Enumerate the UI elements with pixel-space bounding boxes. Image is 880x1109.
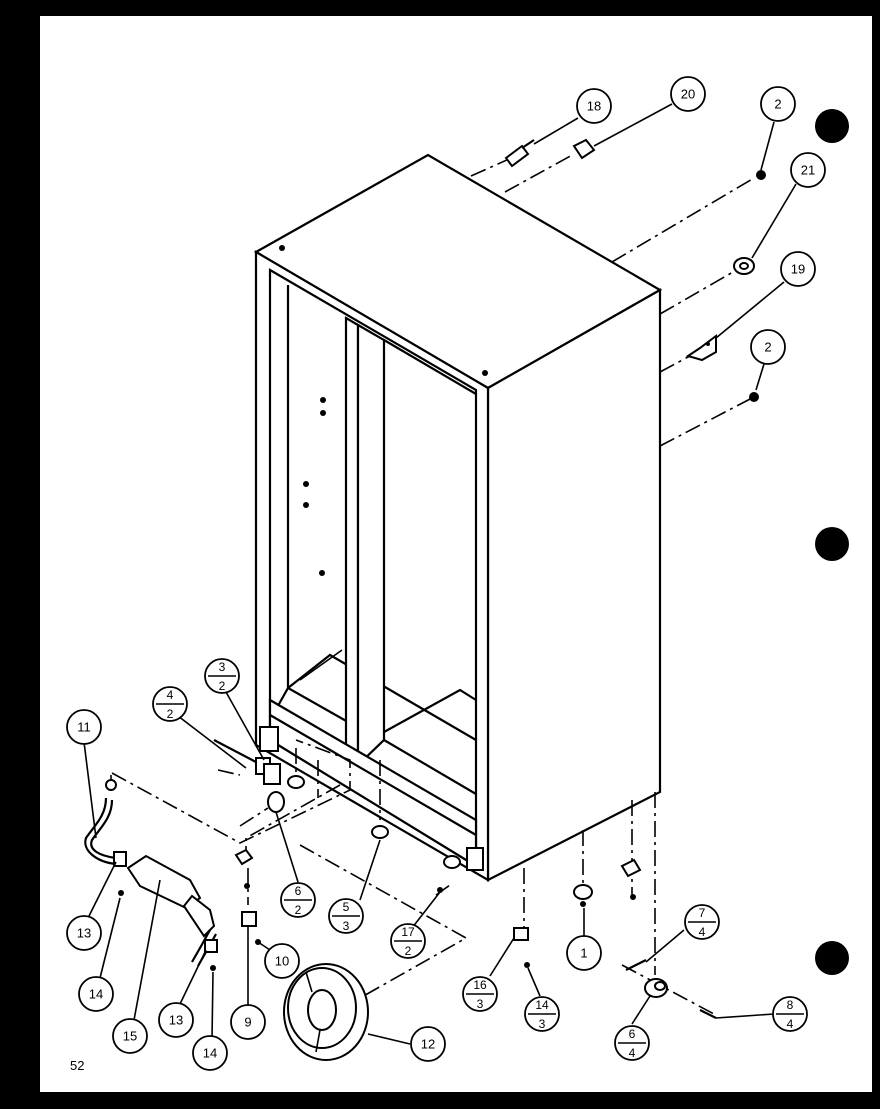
screw-17 bbox=[437, 887, 443, 893]
svg-text:7: 7 bbox=[699, 906, 706, 920]
callout-17-2: 172 bbox=[390, 923, 426, 959]
svg-text:2: 2 bbox=[219, 679, 226, 693]
svg-text:15: 15 bbox=[123, 1029, 137, 1044]
svg-text:16: 16 bbox=[473, 978, 487, 992]
callout-8-4: 84 bbox=[772, 996, 808, 1032]
leveler-5 bbox=[371, 825, 389, 839]
svg-text:3: 3 bbox=[539, 1017, 546, 1031]
callout-16-3: 163 bbox=[462, 976, 498, 1012]
callout-11: 11 bbox=[66, 709, 102, 745]
svg-text:4: 4 bbox=[167, 688, 174, 702]
callout-14-left: 14 bbox=[78, 976, 114, 1012]
svg-text:2: 2 bbox=[167, 707, 174, 721]
callout-18: 18 bbox=[576, 88, 612, 124]
svg-text:4: 4 bbox=[629, 1046, 636, 1060]
callout-19: 19 bbox=[780, 251, 816, 287]
svg-text:2: 2 bbox=[774, 97, 781, 112]
left-corner-bracket bbox=[259, 726, 279, 752]
drain-tube-assembly bbox=[84, 779, 218, 971]
leveler-right bbox=[443, 855, 461, 869]
bushing-21 bbox=[733, 257, 755, 275]
fitting-20 bbox=[572, 138, 596, 160]
callout-9: 9 bbox=[230, 1004, 266, 1040]
screw-2-side bbox=[749, 392, 759, 402]
callout-2-side: 2 bbox=[750, 329, 786, 365]
svg-text:12: 12 bbox=[421, 1037, 435, 1052]
svg-text:8: 8 bbox=[787, 998, 794, 1012]
center-mullion bbox=[344, 316, 360, 767]
svg-text:3: 3 bbox=[343, 919, 350, 933]
right-corner-bracket bbox=[466, 847, 484, 871]
svg-text:2: 2 bbox=[764, 340, 771, 355]
svg-text:21: 21 bbox=[801, 163, 815, 178]
callout-1: 1 bbox=[566, 935, 602, 971]
svg-text:17: 17 bbox=[401, 925, 415, 939]
callout-10: 10 bbox=[264, 943, 300, 979]
hinge-19 bbox=[685, 334, 717, 362]
grommet-left bbox=[287, 775, 305, 789]
clip-left bbox=[234, 848, 254, 866]
callout-21: 21 bbox=[790, 152, 826, 188]
svg-text:14: 14 bbox=[535, 998, 549, 1012]
svg-text:4: 4 bbox=[787, 1017, 794, 1031]
leader-lines bbox=[110, 153, 755, 1015]
callout-4-2: 42 bbox=[152, 686, 188, 722]
callout-13-right: 13 bbox=[158, 1002, 194, 1038]
callout-2-top: 2 bbox=[760, 86, 796, 122]
svg-text:5: 5 bbox=[343, 900, 350, 914]
svg-text:13: 13 bbox=[169, 1013, 183, 1028]
svg-text:14: 14 bbox=[203, 1046, 217, 1061]
callout-13-left: 13 bbox=[66, 915, 102, 951]
svg-text:6: 6 bbox=[629, 1027, 636, 1041]
callout-3-2: 32 bbox=[204, 658, 240, 694]
refrigerator-cabinet bbox=[253, 153, 663, 882]
svg-text:19: 19 bbox=[791, 262, 805, 277]
clip-16 bbox=[513, 927, 529, 941]
svg-text:6: 6 bbox=[295, 884, 302, 898]
svg-text:3: 3 bbox=[477, 997, 484, 1011]
binder-hole-middle bbox=[815, 527, 849, 561]
callout-6-2: 62 bbox=[280, 882, 316, 918]
insulation-roll-12 bbox=[283, 963, 369, 1061]
valve-parts-3-4-6 bbox=[213, 739, 285, 813]
screw-14 bbox=[524, 962, 530, 968]
svg-text:2: 2 bbox=[405, 944, 412, 958]
page-number: 52 bbox=[70, 1058, 84, 1073]
binder-hole-bottom bbox=[815, 941, 849, 975]
clip-9 bbox=[241, 911, 257, 927]
svg-text:10: 10 bbox=[275, 954, 289, 969]
svg-text:11: 11 bbox=[77, 720, 91, 735]
callout-14-3: 143 bbox=[524, 996, 560, 1032]
screw-7 bbox=[625, 959, 647, 971]
fitting-18 bbox=[504, 139, 535, 168]
screw-2-top bbox=[756, 170, 766, 180]
cabinet-side bbox=[486, 288, 662, 882]
leveler-1 bbox=[573, 884, 593, 907]
callout-7-4: 74 bbox=[684, 904, 720, 940]
screw-8 bbox=[699, 1009, 717, 1019]
svg-text:20: 20 bbox=[681, 87, 695, 102]
svg-text:18: 18 bbox=[587, 99, 601, 114]
callout-15: 15 bbox=[112, 1018, 148, 1054]
callout-leaders bbox=[83, 103, 797, 1045]
binder-hole-top bbox=[815, 109, 849, 143]
callout-12: 12 bbox=[410, 1026, 446, 1062]
svg-text:3: 3 bbox=[219, 660, 226, 674]
callout-20: 20 bbox=[670, 76, 706, 112]
svg-text:13: 13 bbox=[77, 926, 91, 941]
svg-text:14: 14 bbox=[89, 987, 103, 1002]
callout-6-4: 64 bbox=[614, 1025, 650, 1061]
roller-6 bbox=[644, 978, 668, 998]
callout-5-3: 53 bbox=[328, 898, 364, 934]
svg-text:4: 4 bbox=[699, 925, 706, 939]
svg-text:2: 2 bbox=[295, 903, 302, 917]
clip-right bbox=[620, 858, 642, 878]
svg-text:9: 9 bbox=[244, 1015, 251, 1030]
svg-text:1: 1 bbox=[580, 946, 587, 961]
callout-14-right: 14 bbox=[192, 1035, 228, 1071]
